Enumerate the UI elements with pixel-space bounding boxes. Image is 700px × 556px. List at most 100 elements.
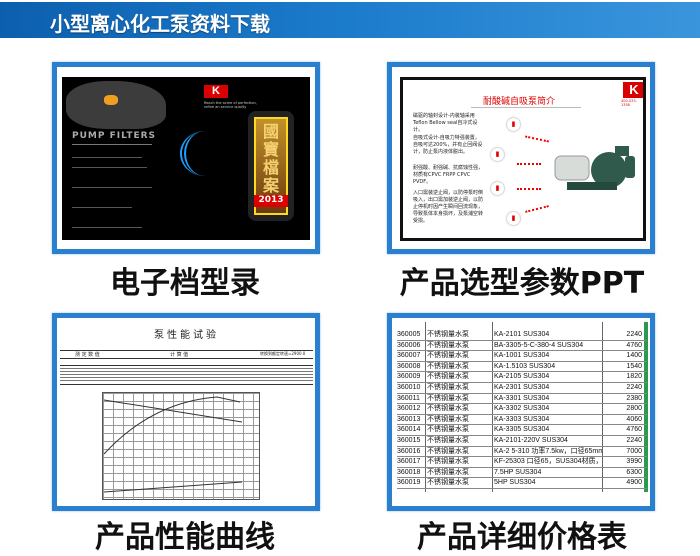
card-curve[interactable]: 泵性能试验 测 定 数 值 计 算 值 转换到额定转速=2900.0 (52, 313, 320, 511)
item-code: 360011 (397, 394, 420, 402)
phone: 400-033-1358 (621, 99, 637, 107)
item-model: KA-2 5-310 功率7.5kw，口径65mm (494, 447, 602, 455)
chart-icon: ▮ (491, 148, 504, 161)
curve-preview[interactable]: 泵性能试验 测 定 数 值 计 算 值 转换到额定转速=2900.0 (60, 322, 313, 502)
table-header: 计 算 值 (170, 352, 189, 358)
item-model: KA-2301 SUS304 (494, 384, 550, 391)
slide-paragraph: 耐强酸、耐强碱、抗腐蚀性强，材质有CPVC FRPP CPVC PVDF。 (413, 165, 484, 185)
item-model: KA-2105 SUS304 (494, 373, 550, 381)
item-model: KA-1.5103 SUS304 (494, 362, 556, 370)
item-price: 7000 (626, 447, 642, 455)
item-code: 360017 (397, 458, 421, 466)
caption-brochure[interactable]: 电子档型录 (110, 266, 260, 301)
item-model: KA-1001 SUS304 (494, 352, 550, 360)
slide-title: 耐酸碱自吸泵简介 (483, 97, 556, 107)
item-price: 2240 (626, 384, 642, 391)
item-name: 不锈钢量水泵 (427, 405, 469, 413)
item-price: 1540 (626, 362, 642, 370)
item-model: 5HP SUS304 (494, 479, 536, 487)
item-price: 1820 (626, 373, 642, 381)
table-row: 360018 不锈钢量水泵 7.5HP SUS304 6300 (397, 468, 647, 479)
k-logo: K (204, 85, 228, 98)
table-header: 转换到额定转速=2900.0 (260, 351, 306, 356)
badge-graphic: 國寶檔案 (248, 111, 294, 221)
item-code: 360012 (397, 405, 421, 413)
item-price: 2800 (626, 405, 642, 413)
item-name: 不锈钢量水泵 (427, 373, 469, 381)
item-code: 360006 (397, 341, 421, 349)
item-price: 6300 (626, 468, 642, 476)
item-code: 360005 (397, 331, 421, 338)
table-row: 360012 不锈钢量水泵 KA-3302 SUS304 2800 (397, 404, 647, 415)
item-price: 3990 (626, 458, 642, 466)
item-name: 不锈钢量水泵 (427, 362, 469, 370)
card-brochure[interactable]: PUMP FILTERS K Reach the acme of perfect… (52, 62, 320, 254)
table-header: 测 定 数 值 (75, 352, 100, 358)
chart-icon: ▮ (491, 182, 504, 195)
item-model: KA-3305 SUS304 (494, 426, 550, 434)
table-row: 360008 不锈钢量水泵 KA-1.5103 SUS304 1540 (397, 362, 647, 373)
slide-paragraph: 磁驱的轴封设计-内装轴采用Teflon Bellow seal自冷式设计。 (413, 113, 478, 133)
curve-title: 泵性能试验 (154, 330, 219, 341)
item-price: 4900 (626, 479, 642, 487)
item-price: 4760 (626, 426, 642, 434)
table-row: 360010 不锈钢量水泵 KA-2301 SUS304 2240 (397, 383, 647, 394)
ppt-preview[interactable]: 耐酸碱自吸泵简介 K 400-033-1358 磁驱的轴封设计-内装轴采用Tef… (400, 77, 646, 241)
item-price: 4760 (626, 341, 642, 349)
item-code: 360014 (397, 426, 421, 434)
item-code: 360019 (397, 479, 421, 487)
table-row: 360017 不锈钢量水泵 KF-25303 口径65，SUS304材质， 3990 (397, 457, 647, 468)
slide-paragraph: 自吸式设计-自吸力特强装置，自吸可达200%，并有止回阀设计，防止泵内液体脱出。 (413, 135, 483, 155)
item-name: 不锈钢量水泵 (427, 426, 469, 434)
item-model: KF-25303 口径65，SUS304材质， (494, 458, 602, 466)
card-ppt[interactable]: 耐酸碱自吸泵简介 K 400-033-1358 磁驱的轴封设计-内装轴采用Tef… (387, 62, 655, 254)
item-model: 7.5HP SUS304 (494, 468, 542, 476)
item-name: 不锈钢量水泵 (427, 437, 469, 444)
item-model: KA-2101-220V SUS304 (494, 437, 568, 444)
brochure-preview[interactable]: PUMP FILTERS K Reach the acme of perfect… (62, 77, 310, 240)
caption-curve[interactable]: 产品性能曲线 (95, 520, 275, 555)
item-price: 2240 (626, 331, 642, 338)
item-code: 360008 (397, 362, 421, 370)
item-model: KA-3302 SUS304 (494, 405, 550, 413)
item-model: KA-3301 SUS304 (494, 394, 550, 402)
section-title: 小型离心化工泵资料下载 (50, 12, 270, 36)
item-code: 360007 (397, 352, 421, 360)
chart-icon: ▮ (507, 212, 520, 225)
item-code: 360013 (397, 415, 421, 423)
item-name: 不锈钢量水泵 (427, 352, 469, 360)
tagline: Reach the acme of perfection, refine an … (204, 101, 257, 109)
section-header: 小型离心化工泵资料下载 (0, 2, 700, 38)
item-name: 不锈钢量水泵 (427, 384, 469, 391)
item-model: KA-3303 SUS304 (494, 415, 550, 423)
item-name: 不锈钢量水泵 (427, 394, 469, 402)
item-price: 4060 (626, 415, 642, 423)
caption-ppt[interactable]: 产品选型参数PPT (399, 266, 645, 301)
performance-curves (103, 396, 243, 493)
item-name: 不锈钢量水泵 (427, 468, 469, 476)
swoosh-graphic (180, 131, 230, 176)
k-logo: K (623, 82, 643, 98)
world-map-image (66, 81, 166, 129)
performance-chart-grid (102, 392, 260, 500)
chart-icon: ▮ (507, 118, 520, 131)
caption-price[interactable]: 产品详细价格表 (417, 520, 627, 555)
item-code: 360010 (397, 384, 421, 391)
year-label: 2013 (254, 195, 288, 207)
pump-image (554, 146, 635, 190)
item-code: 360018 (397, 468, 421, 476)
item-code: 360016 (397, 447, 421, 455)
item-name: 不锈钢量水泵 (427, 458, 469, 466)
table-row: 360014 不锈钢量水泵 KA-3305 SUS304 4760 (397, 425, 647, 436)
